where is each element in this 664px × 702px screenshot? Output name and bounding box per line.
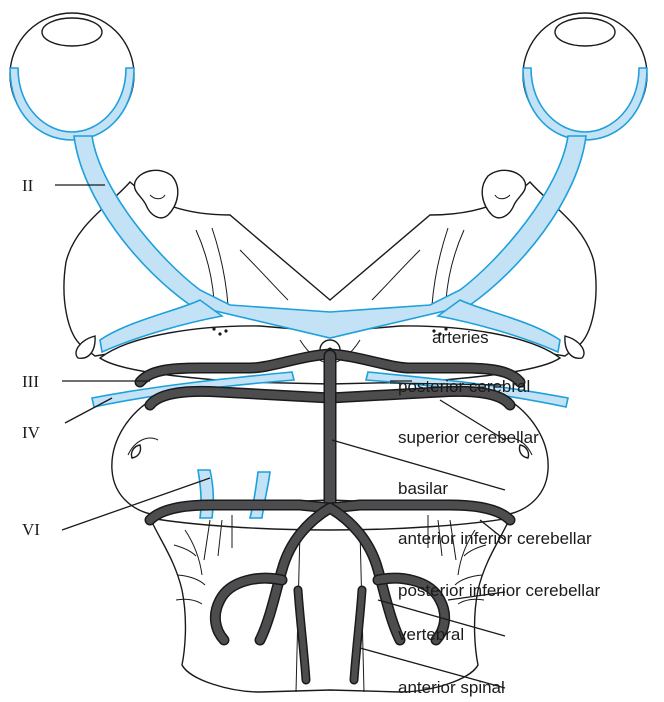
- label-anterior-inferior-cerebellar: anterior inferior cerebellar: [398, 529, 592, 548]
- optic-nerve-II: [74, 136, 586, 352]
- arteries-heading: arteries: [432, 328, 489, 347]
- eye-left: [10, 13, 134, 140]
- label-posterior-cerebral: posterior cerebral: [398, 377, 530, 396]
- eye-right: [523, 13, 647, 140]
- label-oculomotor-nerve: III: [22, 372, 39, 391]
- label-trochlear-nerve: IV: [22, 423, 41, 442]
- cranial-nerve-labels: II III IV VI: [22, 176, 41, 539]
- label-posterior-inferior-cerebellar: posterior inferior cerebellar: [398, 581, 601, 600]
- label-optic-nerve: II: [22, 176, 34, 195]
- label-anterior-spinal: anterior spinal: [398, 678, 505, 697]
- label-abducens-nerve: VI: [22, 520, 40, 539]
- label-basilar: basilar: [398, 479, 448, 498]
- label-superior-cerebellar: superior cerebellar: [398, 428, 539, 447]
- label-vertebral: vertebral: [398, 625, 464, 644]
